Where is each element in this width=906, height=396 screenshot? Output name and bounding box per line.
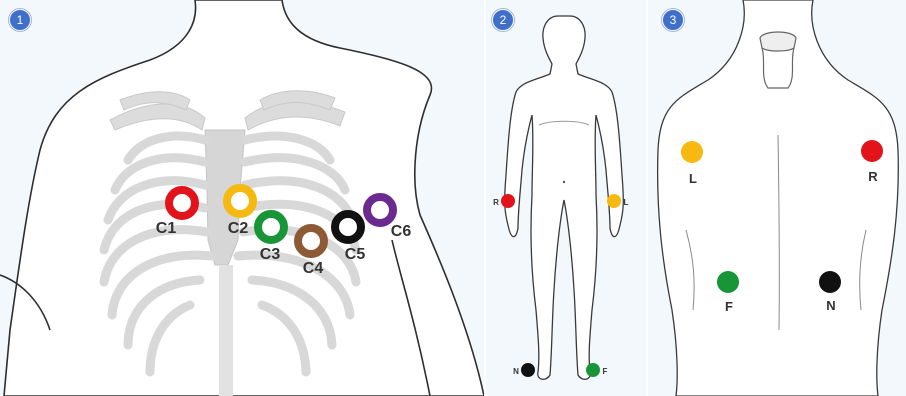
limb-electrode-n <box>521 363 535 377</box>
back-electrode-r <box>861 140 883 162</box>
body-outline <box>505 16 624 379</box>
full-body-illustration: R L N F <box>486 0 646 396</box>
back-electrode-l-label: L <box>689 171 697 186</box>
electrode-c3-label: C3 <box>260 246 281 263</box>
back-electrode-f <box>717 271 739 293</box>
electrode-c2-label: C2 <box>228 220 249 237</box>
limb-electrode-r-label: R <box>493 198 499 207</box>
limb-electrode-f-label: F <box>603 367 608 376</box>
back-electrode-r-label: R <box>868 169 878 184</box>
electrode-c5-ring <box>335 214 361 240</box>
limb-electrode-f <box>586 363 600 377</box>
back-illustration: L R F N <box>648 0 906 396</box>
electrode-c6-label: C6 <box>391 223 412 240</box>
electrode-c1-ring <box>169 190 195 216</box>
full-body-panel: R L N F 2 <box>486 0 646 396</box>
electrode-c3-ring <box>258 214 284 240</box>
electrode-c6-ring <box>367 197 393 223</box>
electrode-c4-label: C4 <box>303 260 324 277</box>
limb-electrode-l-label: L <box>624 198 629 207</box>
back-electrode-n <box>819 271 841 293</box>
electrode-c1-label: C1 <box>156 220 177 237</box>
panel-1-badge: 1 <box>9 9 31 31</box>
limb-electrode-l <box>607 194 621 208</box>
electrode-c5-label: C5 <box>345 246 366 263</box>
back-electrode-l <box>681 141 703 163</box>
electrode-c2-ring <box>227 188 253 214</box>
back-panel: L R F N 3 <box>648 0 906 396</box>
chest-panel: C1 C2 C3 C4 C5 <box>0 0 484 396</box>
limb-electrode-r <box>501 194 515 208</box>
back-electrode-n-label: N <box>826 298 835 313</box>
neck-collar <box>760 32 796 51</box>
electrode-c4: C4 <box>298 228 324 277</box>
back-electrode-f-label: F <box>725 299 733 314</box>
back-outline <box>658 0 899 396</box>
limb-electrode-n-label: N <box>513 367 519 376</box>
chest-illustration: C1 C2 C3 C4 C5 <box>0 0 484 396</box>
panel-2-badge: 2 <box>492 9 514 31</box>
panel-3-badge: 3 <box>662 9 684 31</box>
electrode-c3: C3 <box>258 214 284 263</box>
electrode-c4-ring <box>298 228 324 254</box>
